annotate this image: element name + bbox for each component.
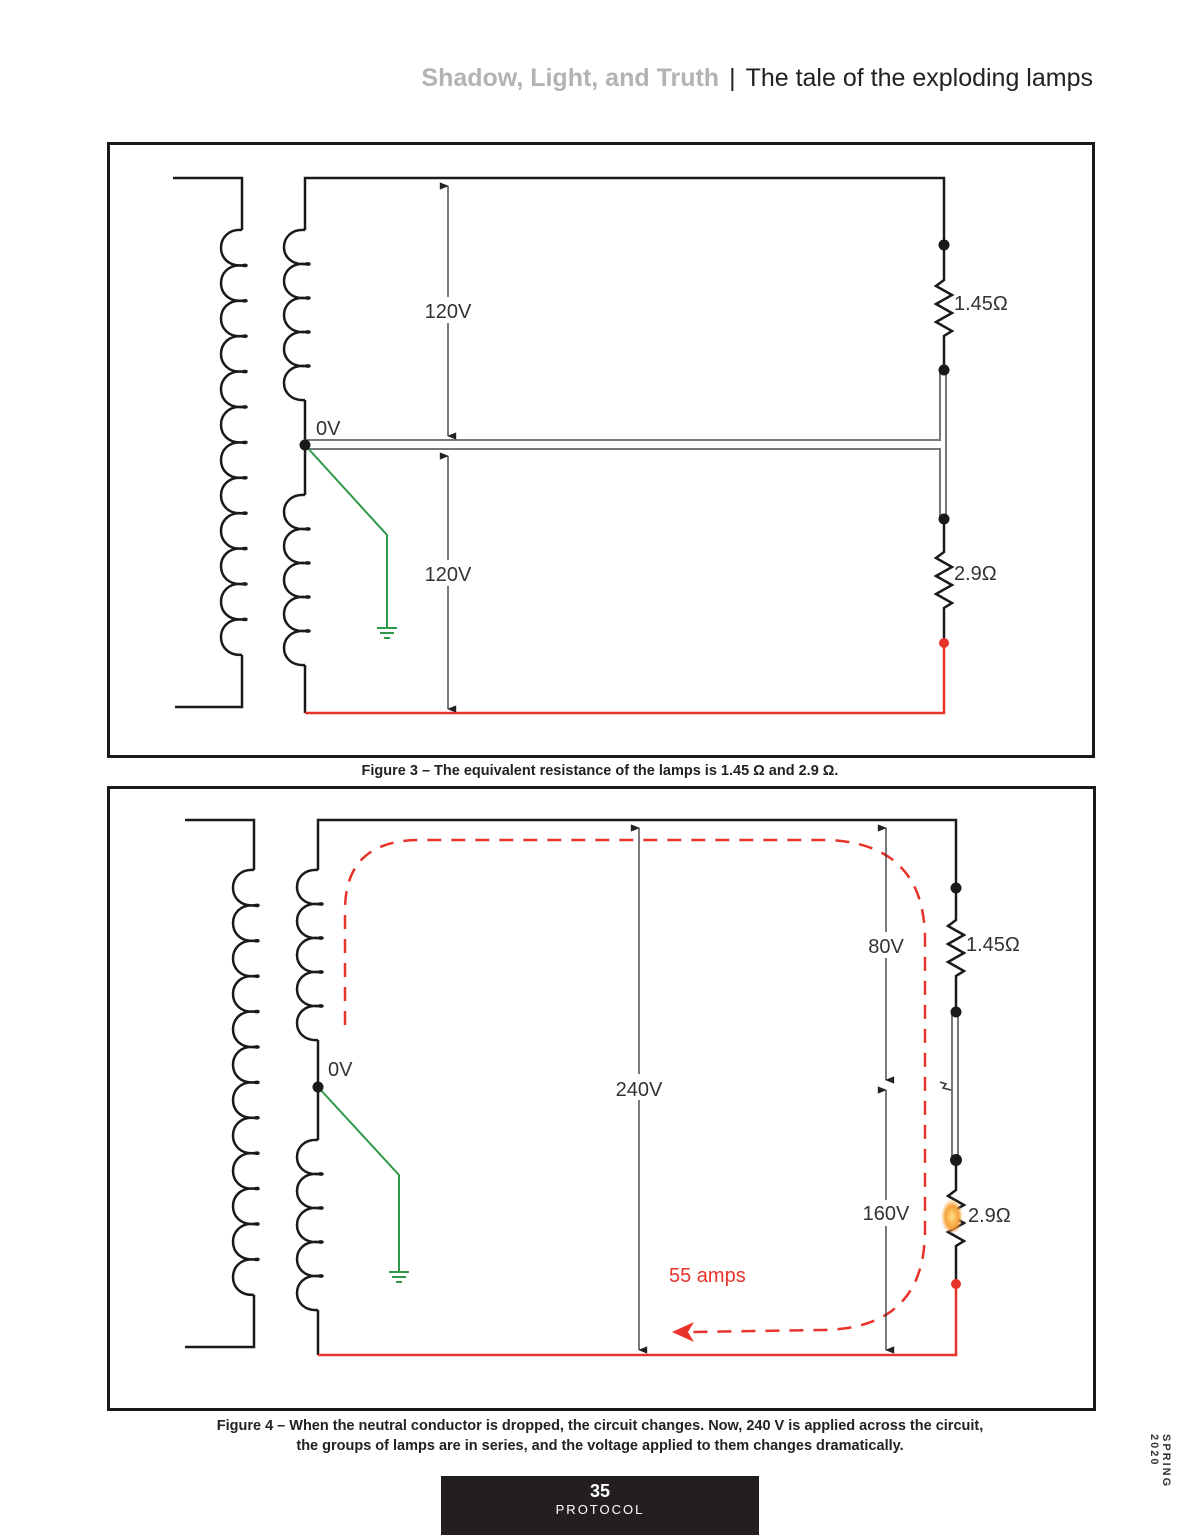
neutral-label: 0V xyxy=(316,418,341,440)
neutral-label: 0V xyxy=(328,1059,353,1081)
primary-coil xyxy=(231,868,260,1297)
neutral-double-wire xyxy=(305,370,947,519)
secondary-coil-upper xyxy=(282,228,311,402)
voltage-label-total: 240V xyxy=(616,1079,663,1101)
figure-3-caption: Figure 3 – The equivalent resistance of … xyxy=(361,763,839,779)
current-label: 55 amps xyxy=(669,1265,746,1287)
ground-wire xyxy=(304,444,388,628)
figure-4-caption-line-1: Figure 4 – When the neutral conductor is… xyxy=(216,1418,984,1434)
resistance-label-upper: 1.45Ω xyxy=(954,293,1008,315)
voltage-label-lower: 120V xyxy=(425,564,472,586)
primary-coil xyxy=(219,228,248,657)
primary-winding xyxy=(185,818,256,1349)
voltage-label-upper: 80V xyxy=(868,936,904,958)
figure-4-circuit-diagram: 240V 80V 160V 0V 1.45Ω 2.9Ω 55 amps xyxy=(185,818,1020,1357)
break-spark-icon xyxy=(939,1081,952,1091)
figure-4: 240V 80V 160V 0V 1.45Ω 2.9Ω 55 amps xyxy=(107,786,1096,1411)
primary-winding xyxy=(173,176,244,709)
secondary-coil-lower xyxy=(282,493,311,667)
resistance-label-lower: 2.9Ω xyxy=(968,1205,1011,1227)
junction-dots xyxy=(312,882,962,1166)
figure-3-circuit-diagram: 120V 120V 0V 1.45Ω 2.9Ω xyxy=(173,176,1008,715)
figure-3: 120V 120V 0V 1.45Ω 2.9Ω xyxy=(107,142,1095,758)
article-title: The tale of the exploding lamps xyxy=(745,64,1093,92)
ground-wire xyxy=(317,1086,400,1272)
ground-icon xyxy=(389,1271,409,1283)
resistor-upper xyxy=(933,245,955,370)
junction-dots xyxy=(299,239,950,525)
flame-icon xyxy=(941,1197,963,1233)
running-header: Shadow, Light, and Truth | The tale of the… xyxy=(421,64,1093,93)
broken-neutral-wire xyxy=(939,1012,959,1160)
secondary-wire xyxy=(303,176,946,713)
secondary-coil-upper xyxy=(295,868,324,1042)
issue-label: SPRING 2020 xyxy=(1148,1434,1172,1489)
figure-4-caption: Figure 4 – When the neutral conductor is… xyxy=(0,1416,1200,1456)
voltage-label-upper: 120V xyxy=(425,301,472,323)
secondary-coil-lower xyxy=(295,1138,324,1312)
ground-icon xyxy=(377,627,397,639)
voltage-label-lower: 160V xyxy=(863,1203,910,1225)
current-arrowhead-icon xyxy=(672,1322,694,1342)
series-title: Shadow, Light, and Truth xyxy=(421,64,720,92)
page-number: 35 xyxy=(589,1481,611,1501)
resistor-upper xyxy=(945,888,967,1012)
resistor-lower xyxy=(933,519,955,643)
hot-wire xyxy=(305,643,946,715)
page-footer: 35 PROTOCOL xyxy=(441,1476,759,1535)
hot-wire xyxy=(318,1284,958,1357)
figure-4-caption-line-2: the groups of lamps are in series, and t… xyxy=(296,1438,904,1454)
resistance-label-lower: 2.9Ω xyxy=(954,563,997,585)
publication-name: PROTOCOL xyxy=(555,1502,645,1517)
resistance-label-upper: 1.45Ω xyxy=(966,934,1020,956)
header-separator: | xyxy=(729,64,736,92)
